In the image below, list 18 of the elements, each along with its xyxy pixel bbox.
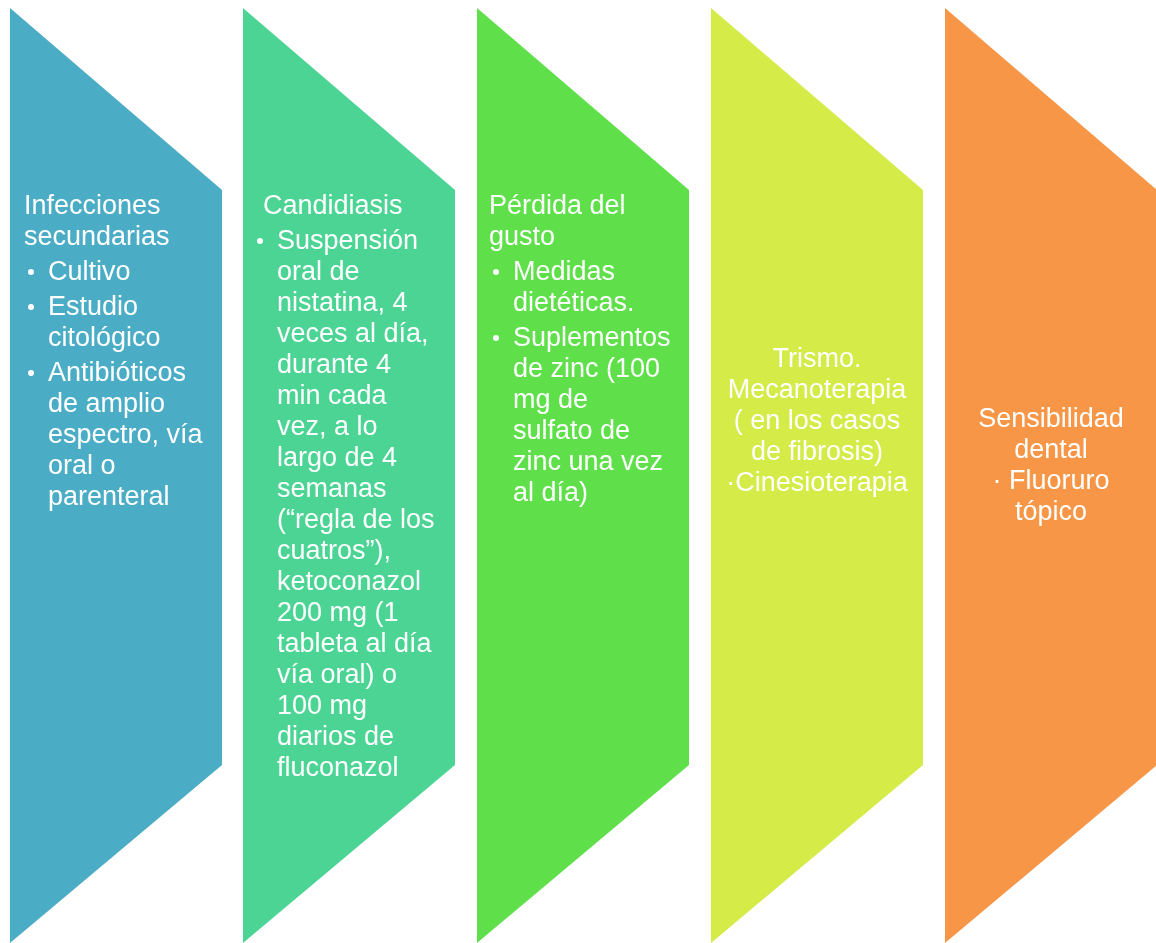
bullet-item: Cultivo: [24, 256, 204, 287]
heading: Pérdida del gusto: [489, 190, 627, 252]
bullet-item: Estudio citológico: [24, 291, 204, 353]
heading: Infecciones secundarias: [24, 190, 171, 252]
chevron-shape: [711, 8, 923, 943]
body-text: · Fluoruro tópico: [991, 465, 1111, 527]
heading: Trismo. Mecanoterapia ( en los casos de fibrosis): [726, 343, 908, 467]
heading: Candidiasis: [262, 190, 404, 221]
body-text: ·Cinesioterapia: [725, 467, 909, 498]
bullet-item: Antibióticos de amplio espectro, vía oral o parenteral: [24, 357, 204, 512]
chevron-shape: [945, 8, 1156, 943]
bullet-item: Suspensión oral de nistatina, 4 veces al día, durante 4 min cada vez, a lo largo de 4 semanas (“regla de los cuatros”), ketoconazol 200 mg (1 tableta al día vía oral) o 100 mg diarios de fluconazol: [253, 225, 441, 783]
bullet-item: Medidas dietéticas.: [489, 256, 673, 318]
bullet-item: Suplementos de zinc (100 mg de sulfato de zinc una vez al día): [489, 322, 673, 508]
chevron-shape: [243, 8, 455, 943]
heading: Sensibilidad dental: [977, 403, 1125, 465]
chevron-shape: [10, 8, 222, 943]
chevron-shape: [477, 8, 689, 943]
